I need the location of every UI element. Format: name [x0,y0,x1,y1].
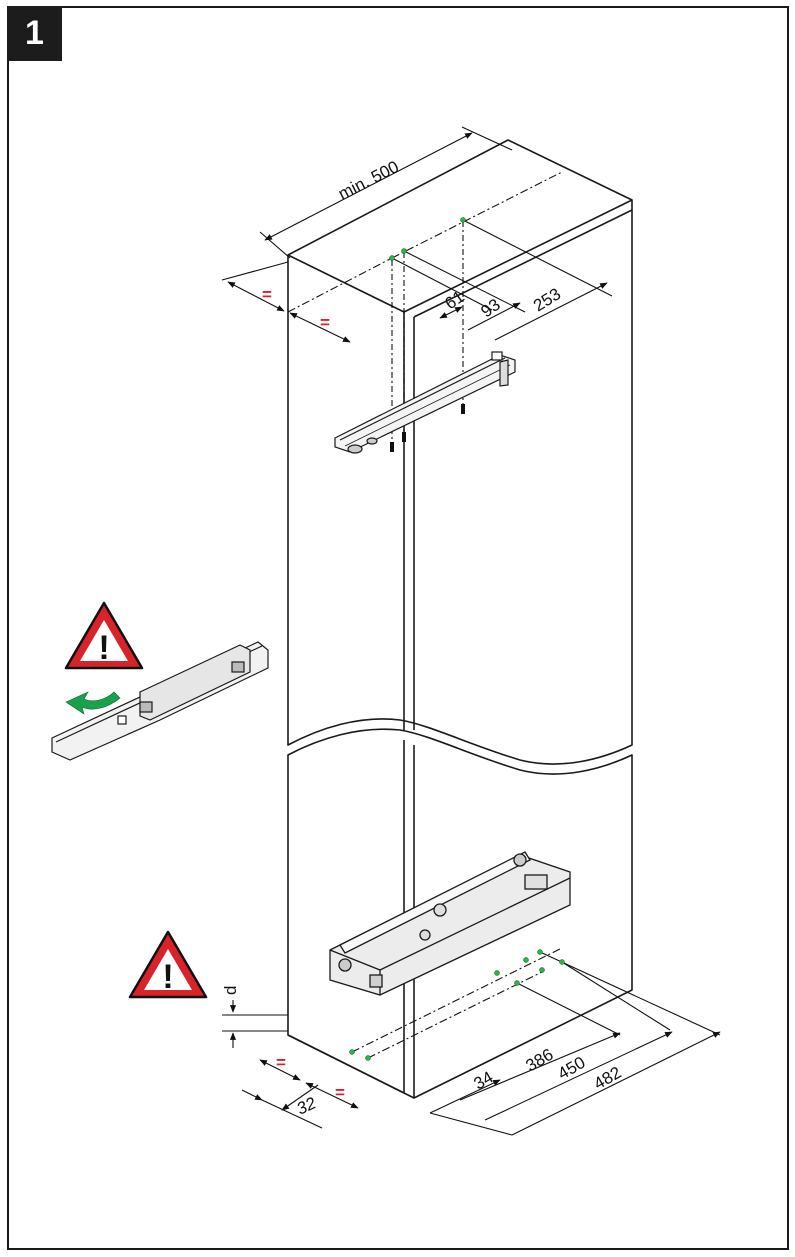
equal-mark-bottom-left: = [276,1053,286,1072]
warning-glyph-lower: ! [162,958,173,996]
bottom-runner [329,851,571,996]
bottom-dimensions [222,947,721,1136]
dim-386: 386 [523,1045,557,1076]
dim-min-500: min. 500 [335,157,402,204]
cabinet-upper [287,139,633,765]
dim-450: 450 [555,1053,589,1084]
warning-glyph-upper: ! [98,629,109,667]
dim-34: 34 [471,1068,497,1094]
dim-32: 32 [294,1093,320,1118]
equal-mark-top-right: = [320,313,330,332]
equal-mark-bottom-right: = [335,1083,345,1102]
top-screws [390,404,465,452]
warning-sign-lower [128,930,208,999]
dim-d: d [221,986,240,995]
green-arrow-icon [65,691,121,715]
page-frame [7,6,789,1250]
step-number-badge: 1 [7,6,62,61]
loose-rail [51,641,269,761]
bottom-mount-holes [349,949,565,1061]
top-rail [334,351,516,454]
equal-mark-top-left: = [262,285,272,304]
warning-sign-upper [64,601,144,670]
top-mount-holes [389,217,466,261]
